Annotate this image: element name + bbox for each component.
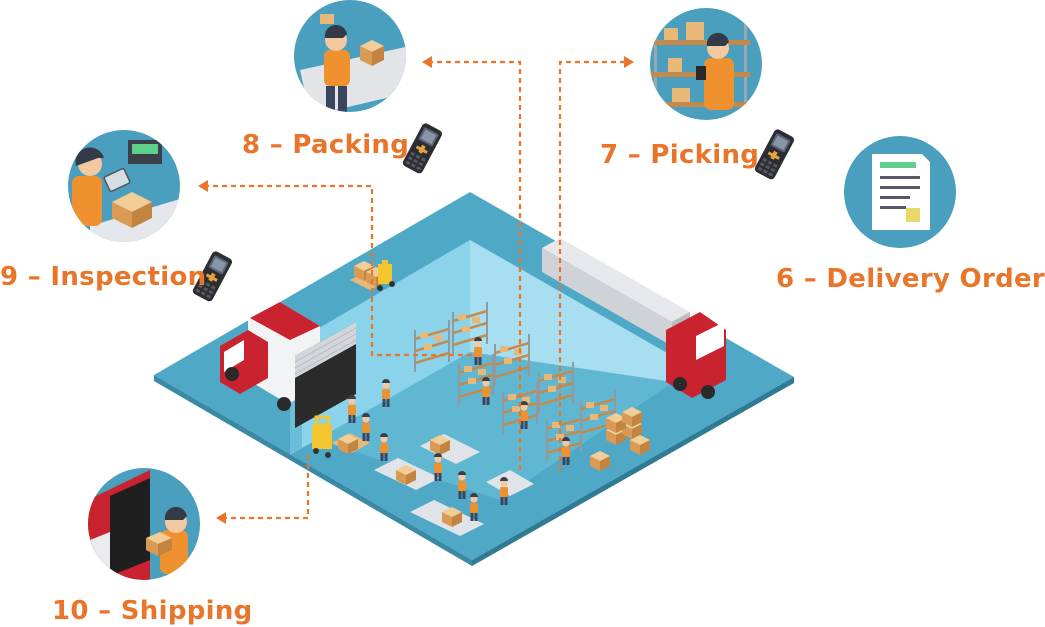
- forklift-icon: [312, 415, 370, 458]
- truck-icon: [542, 238, 726, 399]
- inspection-illustration: [68, 130, 180, 242]
- forklift-icon: [350, 260, 395, 291]
- shipping-illustration: [88, 468, 200, 580]
- step-label-delivery-order: 6 – Delivery Order: [776, 264, 1045, 294]
- process-arrows: [206, 60, 626, 520]
- packing-illustration: [294, 0, 406, 112]
- step-label-inspection: 9 – Inspection: [0, 262, 207, 292]
- picking-illustration: [650, 8, 762, 120]
- barcode-scanner-icon: [753, 128, 796, 181]
- dock-door: [294, 322, 357, 428]
- step-label-packing: 8 – Packing: [242, 130, 410, 160]
- arrowheads: [198, 56, 634, 524]
- packing-tables: [374, 434, 534, 536]
- step-label-picking: 7 – Picking: [600, 140, 760, 170]
- clipboard-document-icon: [844, 136, 956, 248]
- warehouse-process-diagram: [68, 0, 956, 580]
- step-label-shipping: 10 – Shipping: [52, 596, 253, 626]
